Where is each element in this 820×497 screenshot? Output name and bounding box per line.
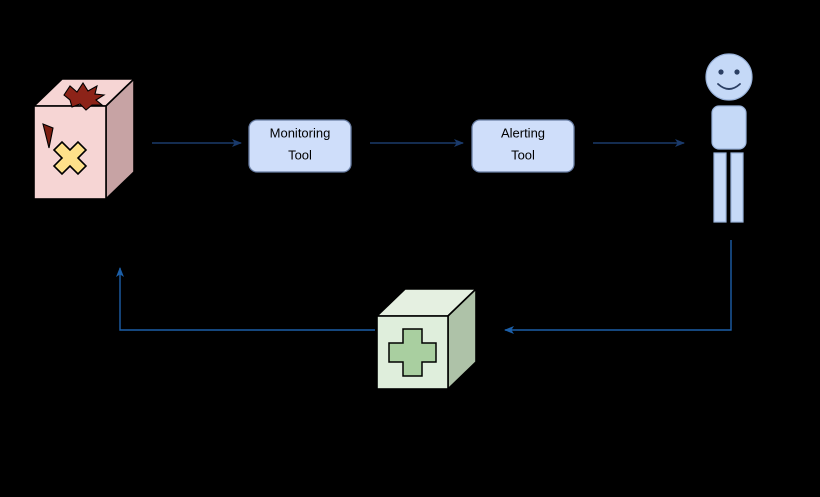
alerting-tool-label-line2: Tool: [511, 147, 535, 162]
edge-healthy-server-to-failed-server[interactable]: [116, 267, 375, 331]
person-left-leg-icon: [713, 152, 727, 223]
box-background: [471, 119, 575, 173]
monitoring-tool-box[interactable]: Monitoring Tool: [248, 119, 352, 173]
person-left-eye-icon: [718, 69, 724, 75]
x-mark-icon: [52, 140, 88, 176]
alerting-tool-label-line1: Alerting: [501, 125, 545, 140]
failed-server-cube[interactable]: [32, 77, 136, 201]
healthy-server-cube[interactable]: [375, 287, 478, 391]
monitoring-tool-label-line2: Tool: [288, 147, 312, 162]
arrow-path: [504, 240, 732, 334]
person-smile-icon: [717, 83, 741, 90]
explosion-icon: [63, 81, 106, 111]
box-background: [248, 119, 352, 173]
person-body-icon: [711, 105, 747, 150]
person-right-eye-icon: [734, 69, 740, 75]
monitoring-tool-label-line1: Monitoring: [270, 125, 331, 140]
plus-mark-icon: [388, 328, 437, 377]
arrow-path: [116, 267, 375, 331]
edge-person-to-healthy-server[interactable]: [504, 240, 732, 334]
crack-icon: [42, 123, 54, 149]
person-head-icon: [705, 53, 753, 101]
person-right-leg-icon: [730, 152, 744, 223]
alerting-tool-box[interactable]: Alerting Tool: [471, 119, 575, 173]
on-call-person-figure[interactable]: [705, 53, 753, 223]
